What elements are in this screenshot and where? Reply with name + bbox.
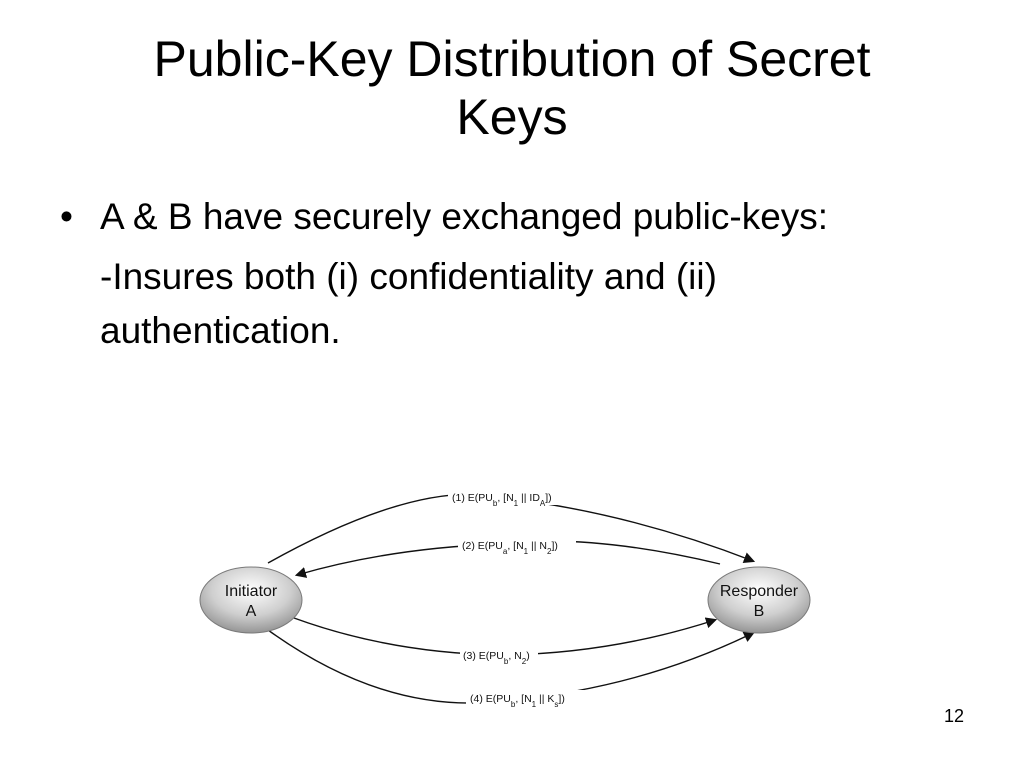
diagram-canvas: (1) E(PUb, [N1 || IDA]) (2) E(PUa, [N1 |… <box>199 489 811 709</box>
responder-node: Responder B <box>707 566 811 634</box>
slide-title-line-1: Public-Key Distribution of Secret <box>153 31 871 87</box>
initiator-node: Initiator A <box>199 566 303 634</box>
responder-sub-label: B <box>754 603 765 620</box>
slide-title-line-2: Keys <box>456 89 568 145</box>
label-bg-1 <box>448 489 572 505</box>
initiator-sub-label: A <box>246 603 257 620</box>
message-label-2: (2) E(PUa, [N1 || N2]) <box>462 540 558 556</box>
key-distribution-diagram: (1) E(PUb, [N1 || IDA]) (2) E(PUa, [N1 |… <box>190 478 820 718</box>
initiator-label: Initiator <box>225 583 278 600</box>
message-label-3: (3) E(PUb, N2) <box>463 650 530 666</box>
bullet-text: A & B have securely exchanged public-key… <box>100 196 829 237</box>
label-bg-4 <box>466 690 584 706</box>
bullet-dot: • <box>60 196 73 237</box>
message-label-1: (1) E(PUb, [N1 || IDA]) <box>452 492 552 508</box>
sub-bullet-item: -Insures both (i) confidentiality and (i… <box>56 250 916 358</box>
label-bg-3 <box>460 647 538 663</box>
responder-label: Responder <box>720 583 799 600</box>
bullet-list: • A & B have securely exchanged public-k… <box>56 190 916 358</box>
message-label-4: (4) E(PUb, [N1 || Ks]) <box>470 693 565 709</box>
page-number: 12 <box>943 706 964 726</box>
bullet-item: • A & B have securely exchanged public-k… <box>56 190 916 244</box>
sub-bullet-text: -Insures both (i) confidentiality and (i… <box>100 256 717 351</box>
label-bg-2 <box>458 537 576 553</box>
slide-title: Public-Key Distribution of Secret Keys <box>60 30 964 146</box>
